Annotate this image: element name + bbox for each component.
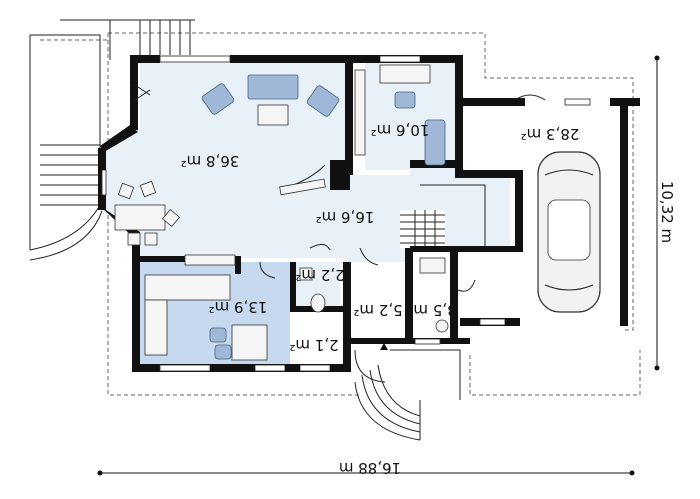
room-label-pantry: 2,1 m²: [289, 336, 338, 354]
room-label-utility: 3,5 m²: [407, 301, 456, 319]
room-label-garage: 28,3 m²: [521, 125, 580, 143]
room-label-hall: 16,6 m²: [316, 208, 375, 226]
room-label-wc: 2,2 m²: [295, 266, 344, 284]
depth-dimension-label: 10,32 m: [658, 181, 676, 243]
furniture: [114, 64, 601, 361]
room-labels: 36,8 m² 10,6 m² 16,6 m² 28,3 m² 13,9 m² …: [181, 121, 580, 354]
staircase: [400, 184, 486, 248]
dimension-depth: 10,32 m: [654, 55, 676, 371]
width-dimension-label: 16,88 m: [339, 459, 401, 477]
room-label-vestibule: 5,2 m²: [353, 301, 402, 319]
windows: [101, 55, 591, 372]
room-label-living: 36,8 m²: [181, 152, 240, 170]
walls: [98, 55, 640, 372]
room-label-study: 10,6 m²: [371, 121, 430, 139]
terrace-steps: [29, 19, 195, 261]
car-icon: [537, 151, 601, 313]
doors: [134, 84, 546, 383]
entrance-steps: [354, 349, 461, 441]
room-label-kitchen: 13,9 m²: [209, 298, 268, 316]
dimension-width: 16,88 m: [97, 459, 635, 477]
